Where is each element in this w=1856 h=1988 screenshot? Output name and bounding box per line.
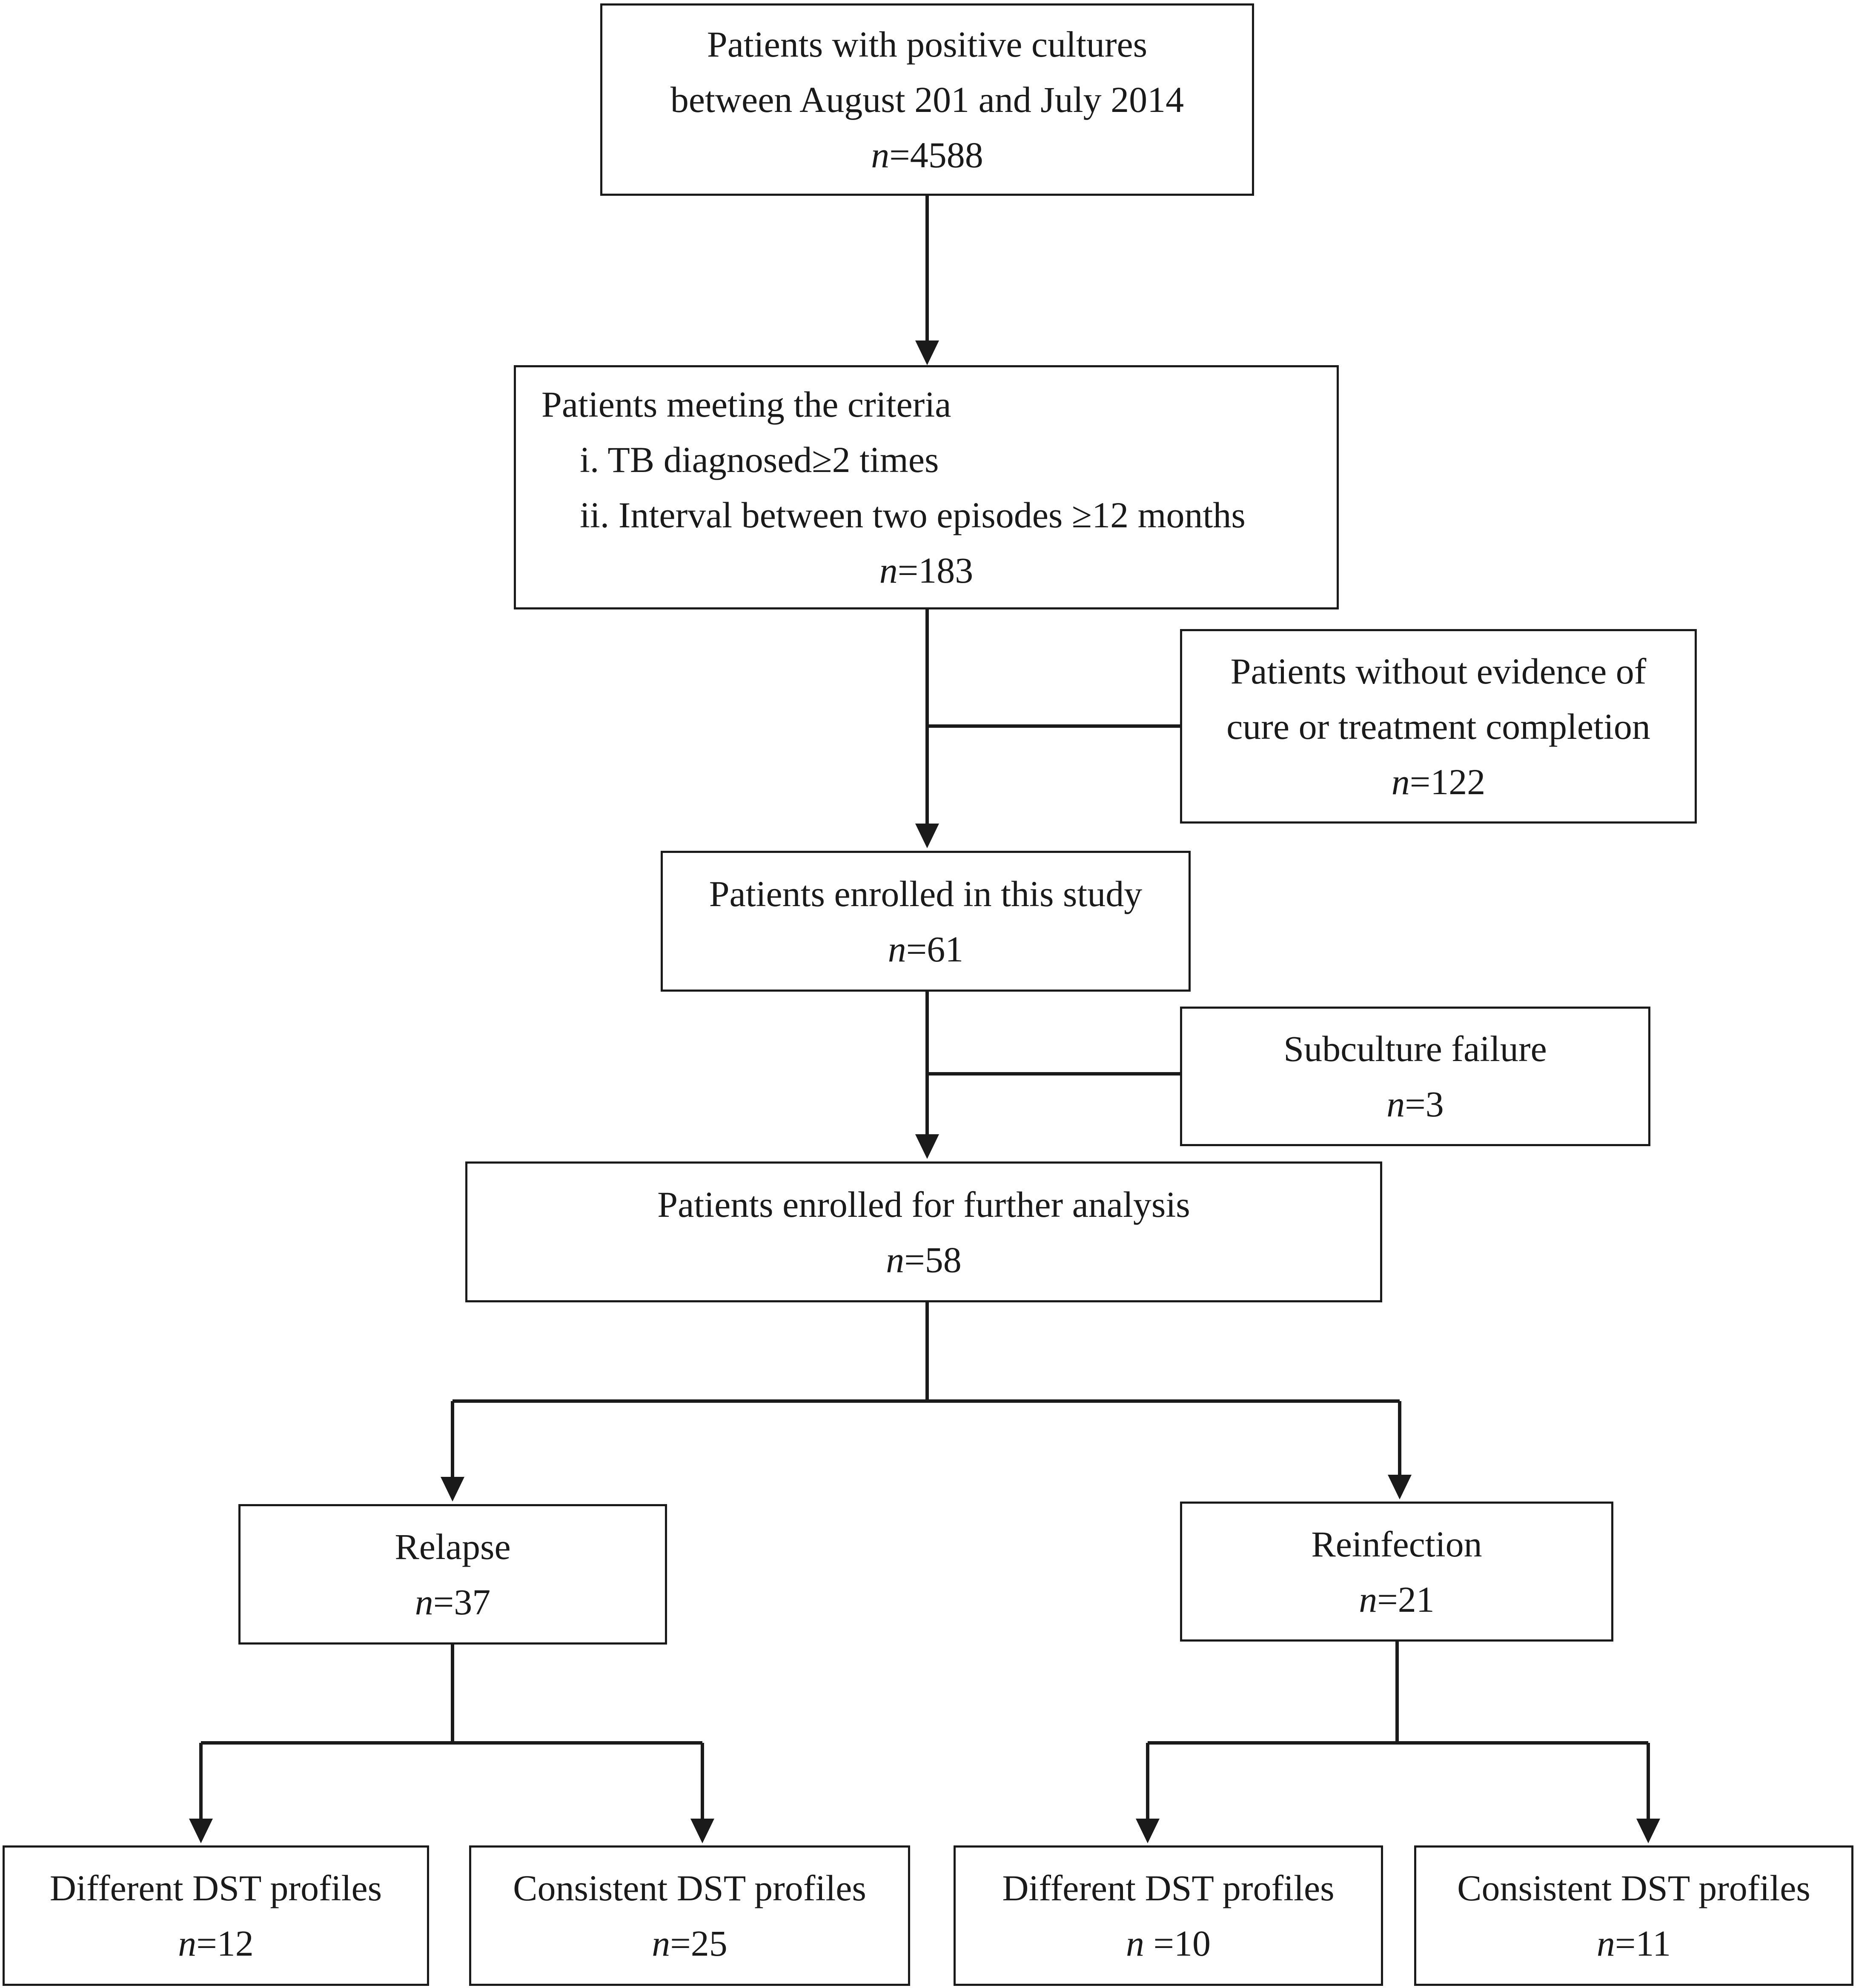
box-count: n=61 bbox=[663, 921, 1189, 977]
n-label: n bbox=[871, 134, 890, 175]
arrowhead-relapse-diff bbox=[189, 1819, 213, 1843]
box-line: Reinfection bbox=[1311, 1523, 1482, 1565]
box-count: n=11 bbox=[1416, 1916, 1851, 1971]
box-line: Subculture failure bbox=[1283, 1028, 1547, 1069]
n-value: =61 bbox=[906, 928, 964, 970]
box-heading: Patients meeting the criteria bbox=[541, 384, 951, 425]
box-line: Patients without evidence of bbox=[1230, 650, 1647, 692]
n-value: =3 bbox=[1405, 1084, 1444, 1124]
arrowhead-further bbox=[915, 1134, 939, 1159]
n-value: =37 bbox=[433, 1582, 491, 1622]
n-label: n bbox=[1359, 1579, 1378, 1620]
box-line: between August 201 and July 2014 bbox=[670, 79, 1184, 120]
arrowhead-reinf-cons bbox=[1636, 1819, 1660, 1843]
n-label: n bbox=[1126, 1923, 1154, 1964]
n-value: =183 bbox=[897, 550, 974, 591]
arrowhead-reinf-diff bbox=[1136, 1819, 1160, 1843]
n-label: n bbox=[1391, 761, 1410, 802]
arrowhead-relapse-cons bbox=[690, 1819, 714, 1843]
box-subculture-failure: Subculture failure n=3 bbox=[1180, 1007, 1650, 1146]
box-line: Different DST profiles bbox=[1002, 1868, 1335, 1908]
box-line: Patients enrolled in this study bbox=[709, 873, 1143, 914]
n-value: =4588 bbox=[889, 134, 983, 175]
box-relapse-different-dst: Different DST profiles n=12 bbox=[3, 1845, 429, 1986]
box-line: cure or treatment completion bbox=[1226, 706, 1650, 747]
box-count: n=25 bbox=[471, 1916, 908, 1971]
n-label: n bbox=[415, 1582, 433, 1622]
box-line: Relapse bbox=[395, 1526, 511, 1567]
n-label: n bbox=[886, 1239, 905, 1280]
box-line: Patients enrolled for further analysis bbox=[657, 1184, 1190, 1225]
n-value: =58 bbox=[904, 1239, 962, 1280]
box-line: Patients with positive cultures bbox=[707, 24, 1148, 65]
arrowhead-reinfection bbox=[1388, 1475, 1412, 1499]
box-relapse-consistent-dst: Consistent DST profiles n=25 bbox=[469, 1845, 910, 1986]
arrowhead-criteria bbox=[915, 340, 939, 365]
criteria-item: ii. Interval between two episodes ≥12 mo… bbox=[580, 495, 1246, 535]
box-no-cure-evidence: Patients without evidence of cure or tre… bbox=[1180, 629, 1697, 824]
box-count: n=183 bbox=[516, 543, 1337, 598]
box-further-analysis: Patients enrolled for further analysis n… bbox=[465, 1161, 1382, 1302]
box-count: n=21 bbox=[1182, 1572, 1611, 1627]
box-line: Different DST profiles bbox=[49, 1868, 382, 1908]
n-value: =21 bbox=[1377, 1579, 1435, 1620]
box-positive-cultures: Patients with positive cultures between … bbox=[600, 3, 1254, 196]
n-value: =25 bbox=[670, 1923, 728, 1964]
arrowhead-enrolled bbox=[915, 824, 939, 848]
box-count: n=58 bbox=[467, 1232, 1380, 1287]
box-reinfection: Reinfection n=21 bbox=[1180, 1502, 1613, 1642]
box-reinfection-different-dst: Different DST profiles n =10 bbox=[954, 1845, 1383, 1986]
n-label: n bbox=[888, 928, 906, 970]
box-relapse: Relapse n=37 bbox=[238, 1504, 667, 1645]
box-count: n=122 bbox=[1182, 754, 1695, 810]
box-line: Consistent DST profiles bbox=[1457, 1868, 1810, 1908]
n-label: n bbox=[652, 1923, 670, 1964]
n-label: n bbox=[1596, 1923, 1615, 1964]
box-meeting-criteria: Patients meeting the criteria i. TB diag… bbox=[514, 365, 1339, 609]
box-count: n=3 bbox=[1182, 1076, 1648, 1132]
n-label: n bbox=[1386, 1084, 1405, 1124]
box-count: n =10 bbox=[956, 1916, 1381, 1971]
n-label: n bbox=[879, 550, 898, 591]
n-label: n bbox=[178, 1923, 197, 1964]
box-count: n=12 bbox=[5, 1916, 427, 1971]
box-count: n=4588 bbox=[602, 127, 1252, 183]
arrowhead-relapse bbox=[441, 1477, 464, 1502]
n-value: =122 bbox=[1409, 761, 1486, 802]
n-value: =10 bbox=[1153, 1923, 1211, 1964]
box-line: Consistent DST profiles bbox=[513, 1868, 866, 1908]
box-count: n=37 bbox=[241, 1574, 665, 1630]
criteria-item: i. TB diagnosed≥2 times bbox=[580, 439, 939, 480]
box-enrolled-study: Patients enrolled in this study n=61 bbox=[661, 851, 1191, 992]
n-value: =12 bbox=[196, 1923, 254, 1964]
box-reinfection-consistent-dst: Consistent DST profiles n=11 bbox=[1414, 1845, 1853, 1986]
n-value: =11 bbox=[1615, 1923, 1671, 1964]
